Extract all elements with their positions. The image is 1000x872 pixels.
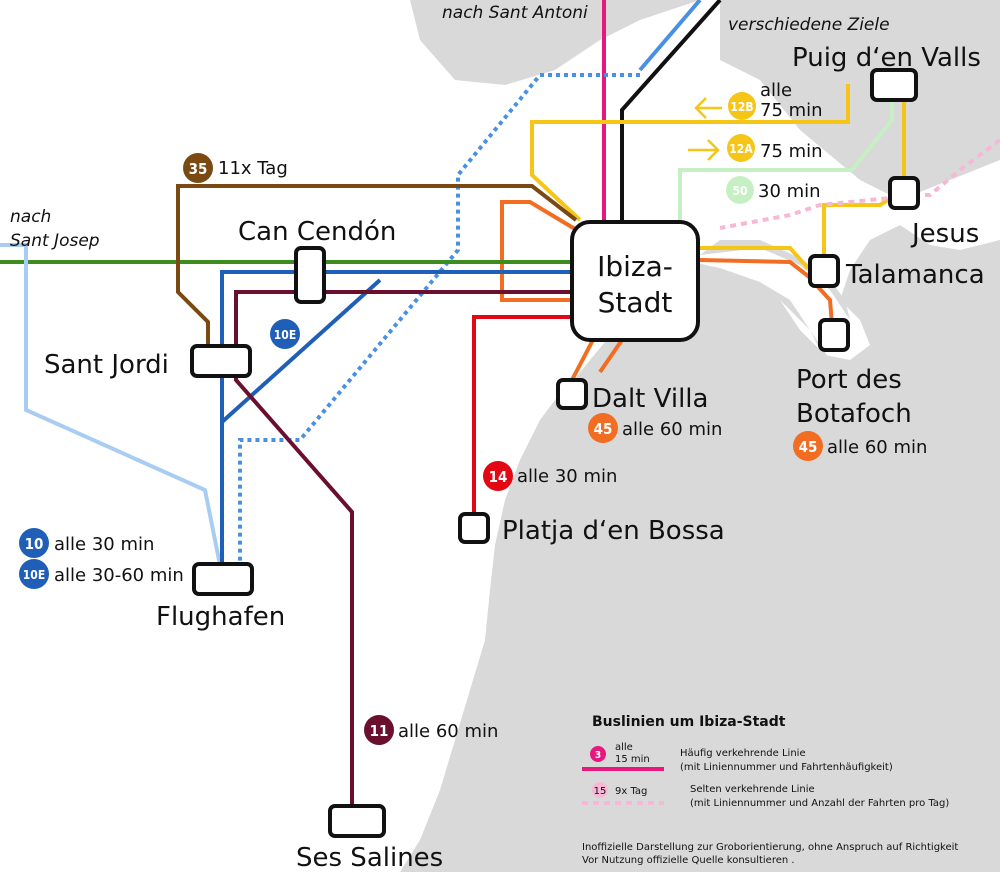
svg-text:alle 60 min: alle 60 min bbox=[398, 721, 498, 742]
svg-text:alle: alle bbox=[615, 742, 633, 753]
badge-10e-map: 10E bbox=[270, 319, 300, 349]
svg-text:Vor Nutzung offizielle Quelle: Vor Nutzung offizielle Quelle konsultier… bbox=[582, 855, 795, 866]
svg-text:35: 35 bbox=[189, 160, 208, 178]
svg-text:(mit Liniennummer und Anzahl d: (mit Liniennummer und Anzahl der Fahrten… bbox=[690, 798, 949, 809]
arrow-left-icon bbox=[694, 97, 722, 119]
stop-ibiza-stadt[interactable] bbox=[570, 220, 700, 342]
svg-text:75 min: 75 min bbox=[760, 100, 823, 121]
svg-text:11x Tag: 11x Tag bbox=[218, 158, 288, 179]
stop-port[interactable] bbox=[818, 318, 850, 352]
stop-flughafen[interactable] bbox=[192, 562, 254, 596]
stop-jesus[interactable] bbox=[888, 176, 920, 210]
stop-port-label-2: Botafoch bbox=[796, 399, 912, 429]
badge-12a: 12A 75 min bbox=[688, 134, 823, 162]
svg-text:45: 45 bbox=[594, 420, 613, 438]
line-14 bbox=[472, 315, 576, 520]
svg-text:alle 30 min: alle 30 min bbox=[54, 534, 154, 555]
svg-text:alle 60 min: alle 60 min bbox=[827, 437, 927, 458]
stop-port-label-1: Port des bbox=[796, 365, 902, 395]
stop-ses-salines-label: Ses Salines bbox=[296, 843, 443, 872]
line-10e bbox=[220, 278, 382, 424]
stop-can-cendon-label: Can Cendón bbox=[238, 217, 396, 247]
svg-text:(mit Liniennummer und Fahrtenh: (mit Liniennummer und Fahrtenhäufigkeit) bbox=[680, 762, 893, 773]
badge-14: 14 alle 30 min bbox=[483, 461, 617, 491]
stop-ibiza-label-2: Stadt bbox=[598, 286, 673, 319]
badge-10: 10 alle 30 min bbox=[19, 528, 154, 558]
badge-10e: 10E alle 30-60 min bbox=[19, 559, 184, 589]
line-orange-dalt2 bbox=[598, 338, 624, 374]
svg-text:9x Tag: 9x Tag bbox=[615, 786, 647, 797]
dest-sant-antoni: nach Sant Antoni bbox=[442, 3, 588, 23]
svg-text:10E: 10E bbox=[274, 328, 296, 342]
badge-50: 50 30 min bbox=[726, 176, 821, 204]
legend-title: Buslinien um Ibiza-Stadt bbox=[592, 714, 786, 730]
stop-dalt-villa-label: Dalt Villa bbox=[592, 384, 708, 414]
svg-text:alle 30-60 min: alle 30-60 min bbox=[54, 565, 184, 586]
stop-talamanca[interactable] bbox=[808, 254, 840, 288]
svg-text:30 min: 30 min bbox=[758, 181, 821, 202]
svg-text:12B: 12B bbox=[730, 100, 753, 114]
stop-sant-jordi-label: Sant Jordi bbox=[44, 350, 169, 380]
stop-flughafen-label: Flughafen bbox=[156, 602, 285, 632]
svg-text:15: 15 bbox=[594, 786, 607, 797]
svg-text:Inoffizielle Darstellung zur G: Inoffizielle Darstellung zur Groborienti… bbox=[582, 842, 958, 853]
line-12b bbox=[530, 84, 850, 222]
stop-platja[interactable] bbox=[458, 512, 490, 544]
stop-dalt-villa[interactable] bbox=[556, 378, 588, 410]
legend: Buslinien um Ibiza-Stadt 3 alle 15 min H… bbox=[582, 714, 958, 866]
line-blue-dotted bbox=[238, 73, 640, 575]
svg-text:10: 10 bbox=[25, 535, 44, 553]
dest-verschiedene: verschiedene Ziele bbox=[728, 15, 890, 35]
stop-platja-label: Platja d‘en Bossa bbox=[502, 516, 725, 546]
stop-puig-label: Puig d‘en Valls bbox=[792, 43, 981, 73]
svg-text:75 min: 75 min bbox=[760, 141, 823, 162]
svg-text:11: 11 bbox=[370, 722, 389, 740]
stop-talamanca-label: Talamanca bbox=[845, 260, 985, 290]
badge-45-dalt: 45 alle 60 min bbox=[588, 413, 722, 443]
badge-12b: 12B alle 75 min bbox=[694, 80, 823, 121]
svg-text:10E: 10E bbox=[23, 568, 45, 582]
svg-text:alle 60 min: alle 60 min bbox=[622, 419, 722, 440]
stop-can-cendon[interactable] bbox=[294, 246, 326, 304]
line-blue-north bbox=[638, 0, 702, 72]
line-10 bbox=[220, 270, 576, 575]
stop-ses-salines[interactable] bbox=[328, 804, 386, 838]
line-35 bbox=[176, 184, 578, 348]
dest-sant-josep-2: Sant Josep bbox=[10, 231, 100, 251]
stop-ibiza-label-1: Ibiza- bbox=[597, 250, 673, 283]
stop-puig[interactable] bbox=[870, 68, 918, 102]
stop-sant-jordi[interactable] bbox=[190, 344, 252, 378]
svg-text:14: 14 bbox=[489, 468, 508, 486]
dest-sant-josep-1: nach bbox=[10, 207, 51, 227]
svg-text:15 min: 15 min bbox=[615, 754, 650, 765]
line-light-blue bbox=[0, 243, 224, 576]
svg-text:3: 3 bbox=[595, 750, 601, 761]
line-12a bbox=[822, 98, 906, 262]
line-orange-loop bbox=[500, 200, 582, 302]
svg-text:alle 30 min: alle 30 min bbox=[517, 466, 617, 487]
line-11 bbox=[234, 290, 576, 812]
badge-35: 35 11x Tag bbox=[183, 153, 288, 183]
arrow-right-icon bbox=[688, 139, 720, 161]
stop-jesus-label: Jesus bbox=[910, 219, 979, 249]
badge-45-port: 45 alle 60 min bbox=[793, 431, 927, 461]
svg-text:45: 45 bbox=[799, 438, 818, 456]
line-yellow-link bbox=[700, 246, 810, 270]
svg-text:12A: 12A bbox=[729, 142, 753, 156]
svg-text:50: 50 bbox=[732, 184, 747, 198]
svg-text:alle: alle bbox=[760, 80, 792, 101]
badge-11: 11 alle 60 min bbox=[364, 715, 498, 745]
svg-text:Häufig verkehrende Linie: Häufig verkehrende Linie bbox=[680, 748, 806, 759]
svg-text:Selten verkehrende Linie: Selten verkehrende Linie bbox=[690, 784, 815, 795]
line-black bbox=[620, 0, 722, 228]
